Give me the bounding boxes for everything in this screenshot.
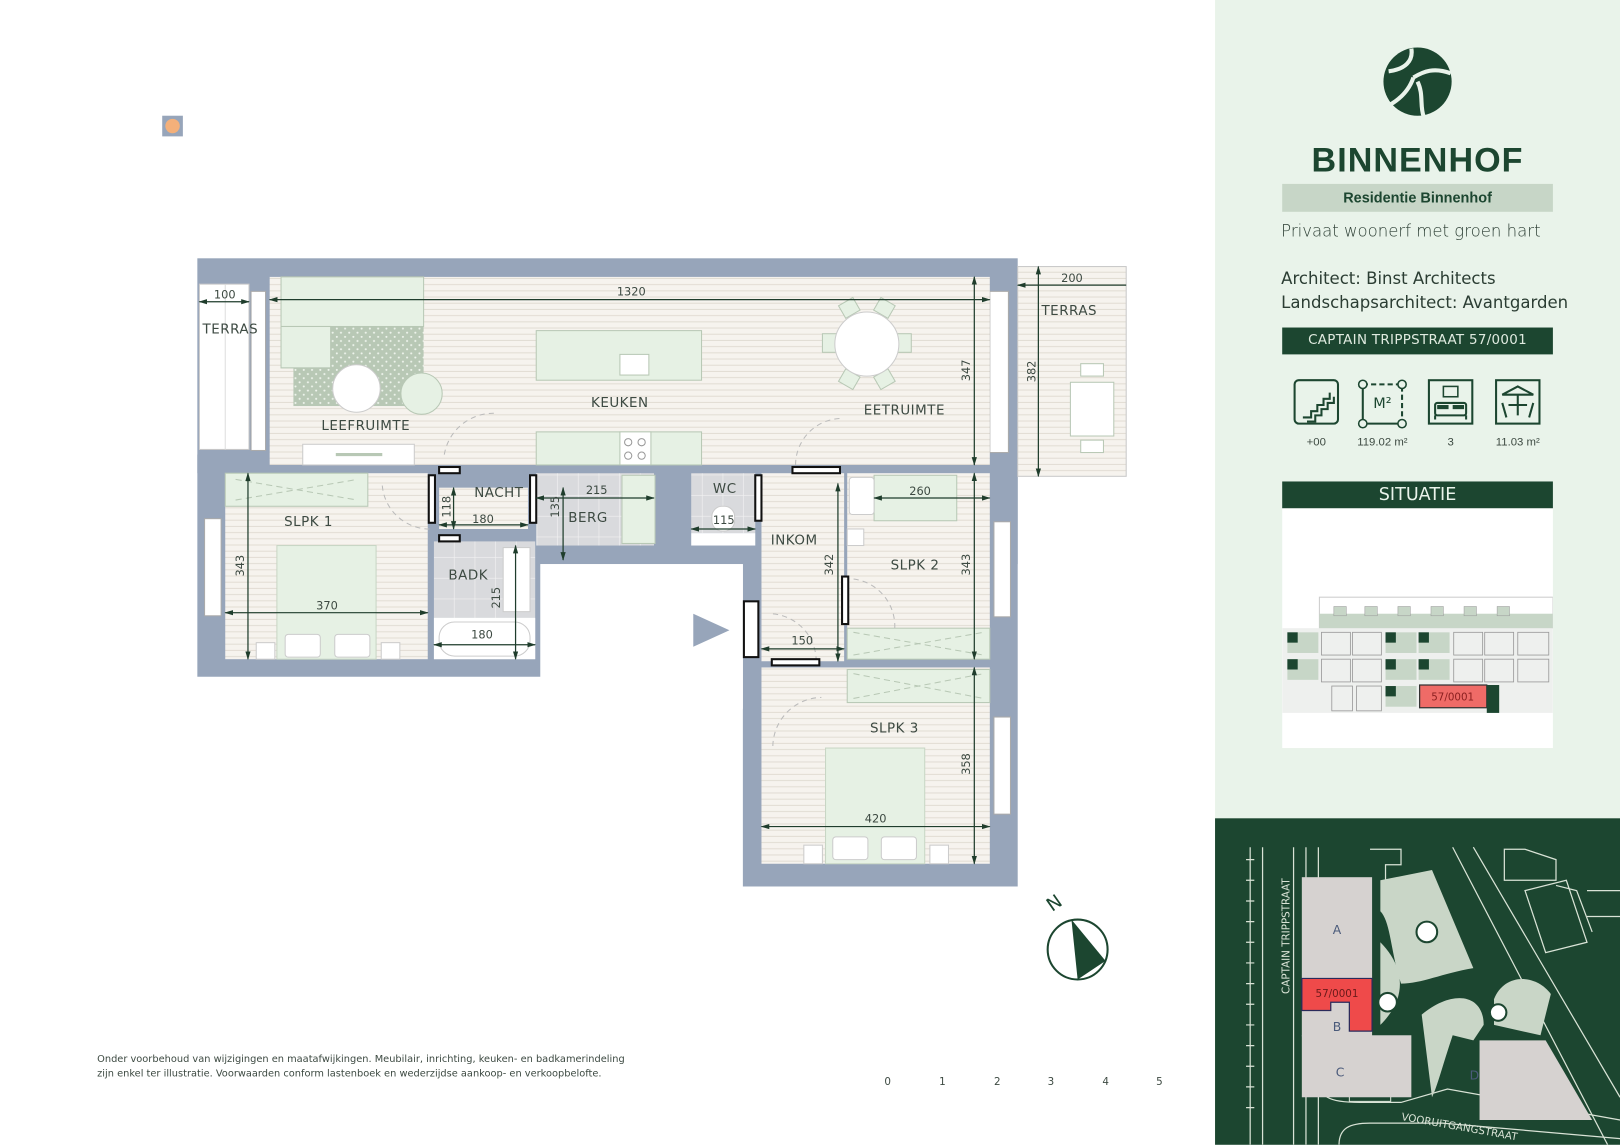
dim-badk-height: 215 xyxy=(489,586,504,609)
unit-highlight xyxy=(1418,684,1488,709)
scale-tick: 4 xyxy=(1102,1076,1110,1088)
dim-terras-right-width: 200 xyxy=(1061,271,1083,286)
dim-berg-height: 135 xyxy=(548,495,563,518)
dim-berg-width: 215 xyxy=(585,483,608,497)
dim-slpk1-height: 343 xyxy=(233,554,247,577)
stat-value: +00 xyxy=(1306,436,1326,449)
room-label-wc: WC xyxy=(712,481,737,497)
stat-terrace-area: 11.03 m² xyxy=(1487,378,1549,448)
architect: Architect: Binst Architects xyxy=(1281,268,1496,289)
svg-text:D: D xyxy=(1470,1068,1480,1083)
dim-living-width: 1320 xyxy=(616,285,646,299)
dim-slpk2-height: 343 xyxy=(959,553,974,576)
svg-text:CAPTAIN TRIPPSTRAAT: CAPTAIN TRIPPSTRAAT xyxy=(1280,878,1292,994)
stairs-icon xyxy=(1293,379,1340,425)
room-label-slpk2: SLPK 2 xyxy=(890,557,940,574)
scale-tick: 0 xyxy=(884,1076,892,1088)
svg-text:57/0001: 57/0001 xyxy=(1316,988,1359,1000)
svg-text:57/0001: 57/0001 xyxy=(1431,692,1474,704)
room-label-nacht: NACHT xyxy=(474,485,524,502)
disclaimer: Onder voorbehoud van wijzigingen en maat… xyxy=(97,1053,634,1082)
dim-slpk1-width: 370 xyxy=(316,599,338,613)
dim-slpk2-width: 260 xyxy=(909,484,931,499)
dim-badk-width: 180 xyxy=(471,628,493,642)
stat-bedrooms: 3 xyxy=(1420,378,1482,448)
dim-slpk3-width: 420 xyxy=(864,812,887,826)
stat-area: M² 119.02 m² xyxy=(1351,378,1413,448)
room-label-eetruimte: EETRUIMTE xyxy=(863,402,945,419)
dim-terras-left-width: 100 xyxy=(213,288,236,302)
room-label-inkom: INKOM xyxy=(770,533,818,549)
room-label-berg: BERG xyxy=(568,510,608,526)
disclaimer-line-1: Onder voorbehoud van wijzigingen en maat… xyxy=(97,1053,625,1066)
stat-value: 11.03 m² xyxy=(1495,436,1540,449)
compass-icon xyxy=(1046,918,1109,981)
dim-wc-width: 115 xyxy=(712,513,735,527)
situatie-elevation: 57/0001 xyxy=(1282,508,1553,749)
room-label-slpk3: SLPK 3 xyxy=(869,721,919,737)
scale-tick: 2 xyxy=(993,1076,1001,1088)
scale-tick: 1 xyxy=(939,1076,946,1088)
floor-plan: TERRAS TERRAS LEEFRUIMTE KEUKEN EETRUIMT… xyxy=(162,115,1163,1088)
stat-value: 3 xyxy=(1447,436,1454,449)
brand-name: BINNENHOF xyxy=(1311,140,1524,179)
stat-floor-level: +00 xyxy=(1285,378,1347,448)
terrace-icon xyxy=(1495,379,1541,425)
tagline: Privaat woonerf met groen hart xyxy=(1281,221,1541,241)
certificate-badge-icon xyxy=(162,115,183,137)
bedroom-icon xyxy=(1427,379,1474,425)
disclaimer-line-2: zijn enkel ter illustratie. Voorwaarden … xyxy=(97,1068,602,1080)
credits: Architect: Binst Architects Landschapsar… xyxy=(1281,267,1568,315)
room-label-leefruimte: LEEFRUIMTE xyxy=(321,418,411,434)
svg-text:A: A xyxy=(1333,922,1342,937)
room-label-terras-right: TERRAS xyxy=(1041,303,1098,320)
project-name: Residentie Binnenhof xyxy=(1282,183,1553,212)
scale-tick: 3 xyxy=(1047,1076,1055,1088)
dim-nacht-width: 180 xyxy=(472,512,494,526)
site-map: 57/0001 A B C D CAPTAIN TRIPPSTRAAT VOOR… xyxy=(1215,818,1620,1145)
scale-tick: 5 xyxy=(1156,1076,1163,1088)
svg-text:M²: M² xyxy=(1373,396,1391,412)
dim-terras-right-height: 382 xyxy=(1024,360,1039,383)
floor-plan-drawing xyxy=(197,258,1161,1069)
dim-inkom-width: 150 xyxy=(791,634,814,648)
room-label-badk: BADK xyxy=(448,568,489,584)
stat-value: 119.02 m² xyxy=(1357,436,1408,449)
binnenhof-logo-icon xyxy=(1382,46,1452,120)
dim-inkom-height: 342 xyxy=(822,553,836,576)
svg-text:B: B xyxy=(1333,1019,1342,1034)
unit-highlight xyxy=(1301,977,1373,1032)
situatie-title: SITUATIE xyxy=(1282,481,1553,509)
area-m2-icon: M² xyxy=(1357,379,1407,429)
svg-text:C: C xyxy=(1336,1065,1345,1080)
address-band: CAPTAIN TRIPPSTRAAT 57/0001 xyxy=(1282,327,1553,355)
room-label-slpk1: SLPK 1 xyxy=(284,514,333,531)
dim-living-height: 347 xyxy=(959,359,974,382)
room-label-keuken: KEUKEN xyxy=(590,395,649,412)
landscape-architect: Landschapsarchitect: Avantgarden xyxy=(1281,292,1569,313)
room-label-terras-left: TERRAS xyxy=(202,322,259,338)
dim-slpk3-height: 358 xyxy=(959,753,974,775)
dim-nacht-height: 118 xyxy=(440,495,454,518)
